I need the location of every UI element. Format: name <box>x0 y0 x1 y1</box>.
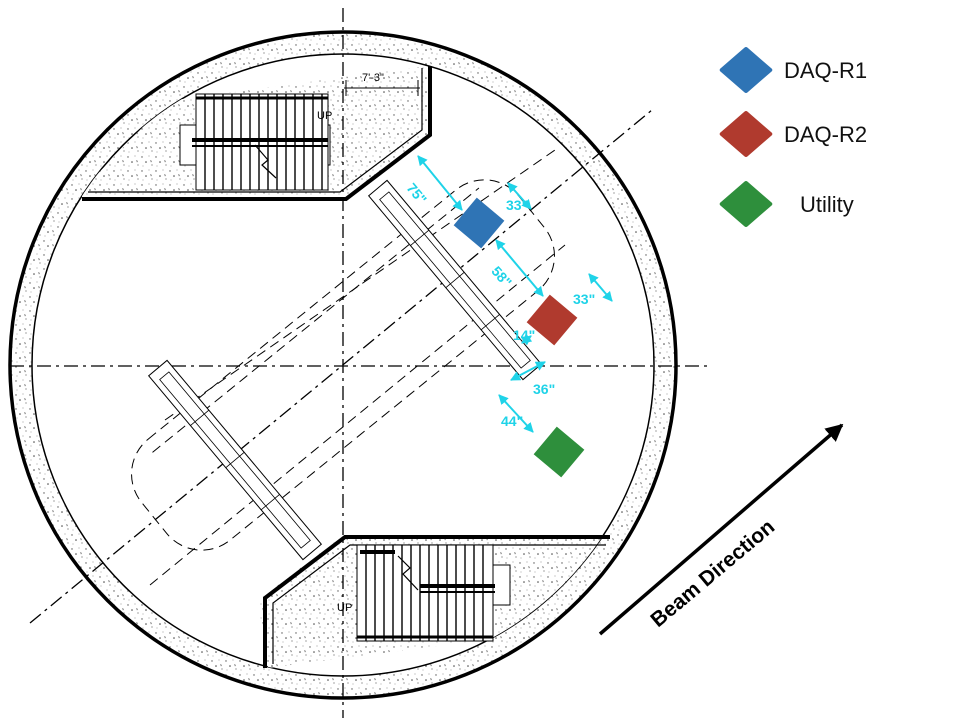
top-stair-up-label: UP <box>317 110 332 122</box>
bottom-stair-treads <box>356 544 495 642</box>
daq-r2-rack <box>526 294 578 346</box>
dim-33-daq-r1: 33" <box>506 197 528 213</box>
bottom-stair-landing: UP <box>258 535 610 668</box>
dimension-lines <box>417 155 613 433</box>
lower-rail <box>147 359 323 561</box>
daq-r2-swatch <box>718 110 774 158</box>
beam-direction-label: Beam Direction <box>646 515 779 632</box>
dim-44: 44" <box>501 413 523 429</box>
legend-item-daq-r2: DAQ-R2 <box>714 108 914 168</box>
beam-direction-arrow <box>598 423 844 636</box>
utility-swatch <box>718 180 774 228</box>
dim-36: 36" <box>533 381 555 397</box>
top-stair-treads <box>192 93 329 191</box>
legend: DAQ-R1 DAQ-R2 Utility <box>714 44 914 234</box>
top-stair-width-label: 7'-3" <box>362 72 384 84</box>
beam-axis <box>149 149 566 586</box>
bottom-stair-up-label: UP <box>337 602 352 614</box>
legend-label-daq-r2: DAQ-R2 <box>784 122 868 147</box>
legend-item-daq-r1: DAQ-R1 <box>714 44 914 104</box>
utility-rack <box>533 426 585 478</box>
legend-item-utility: Utility <box>714 178 914 238</box>
daq-r1-rack <box>453 197 505 249</box>
dim-33-daq-r2: 33" <box>573 291 595 307</box>
centerlines <box>10 8 708 718</box>
dim-14: 14" <box>513 327 535 343</box>
legend-label-utility: Utility <box>800 192 854 217</box>
daq-r1-swatch <box>718 46 774 94</box>
legend-label-daq-r1: DAQ-R1 <box>784 58 868 83</box>
